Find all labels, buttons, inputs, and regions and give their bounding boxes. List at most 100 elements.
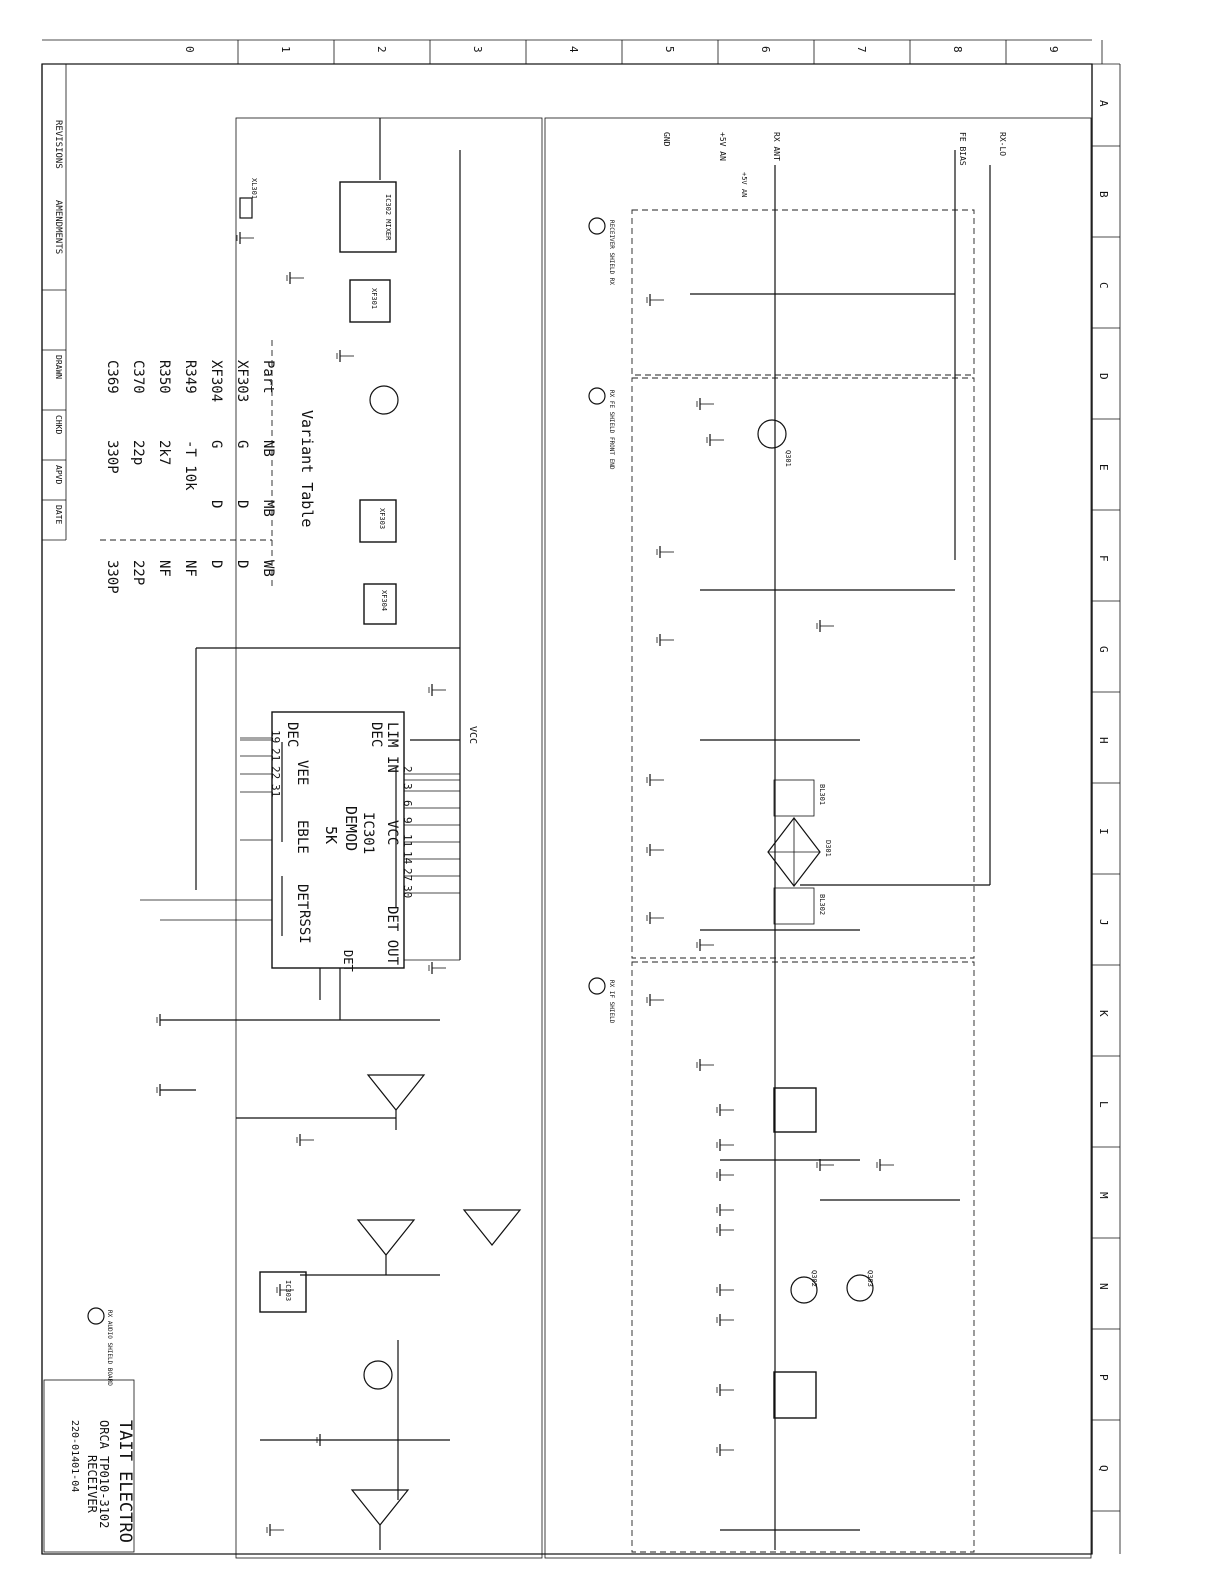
variant-cell: 22p	[130, 440, 146, 465]
ic301-demod: LIM DEC IN DEC VEE VCC IC301 DEMOD 5K EB…	[271, 711, 405, 972]
xf301-filter: XF301	[349, 279, 391, 323]
row-ref-N: N	[1097, 1283, 1110, 1290]
rx-fe-shield-box	[631, 377, 975, 959]
variant-cell: C369	[104, 360, 120, 394]
variant-cell: D	[234, 560, 250, 568]
ic301-in: IN	[384, 756, 400, 773]
variant-cell: 22P	[130, 560, 146, 585]
bl302-balun	[773, 887, 815, 925]
q301-transistor	[757, 419, 787, 449]
net-5v-an: +5V AN	[718, 132, 727, 161]
ic301-lim: LIM	[384, 722, 400, 747]
sheet-name: RECEIVER	[85, 1455, 99, 1514]
col-ref-5: 5	[663, 46, 676, 53]
receiver-shield-symbol: RECEIVER SHIELD RX	[588, 217, 615, 285]
q303-label: Q303	[866, 1270, 874, 1287]
xf303-filter: XF303	[359, 499, 397, 543]
sheet-border	[41, 63, 1093, 1555]
revisions-label: REVISIONS	[53, 120, 63, 169]
ic302-label: IC302 MIXER	[384, 194, 392, 241]
ic301-pin-6: 6	[401, 800, 414, 807]
saw-filter-2	[773, 1371, 817, 1419]
opamp-1	[366, 1074, 426, 1111]
variant-cell: D	[208, 500, 224, 508]
q301-label: Q301	[784, 450, 792, 467]
variant-cell: G	[234, 440, 250, 448]
xf304-filter: XF304	[363, 583, 397, 625]
ic301-pin-31: 31	[269, 784, 282, 797]
variant-cell: G	[208, 440, 224, 448]
ic301-det: DET	[294, 884, 310, 910]
row-ref-A: A	[1097, 100, 1110, 107]
saw-filter-1	[773, 1087, 817, 1133]
audio-section-outline	[235, 117, 543, 1559]
col-ref-1: 1	[279, 46, 292, 53]
variant-header-2: MB	[260, 500, 276, 517]
checked-label: CHKD	[54, 415, 63, 434]
q302-label: Q302	[810, 1270, 818, 1287]
ic301-vee: VEE	[294, 760, 310, 785]
ic301-pin-30: 30	[401, 885, 414, 898]
drawn-label: DRAWN	[54, 355, 63, 379]
drawing-number: 220-01401-04	[69, 1420, 80, 1492]
variant-cell: D	[234, 500, 250, 508]
variant-cell: D	[208, 560, 224, 568]
ic301-pin-21: 21	[269, 748, 282, 761]
variant-cell: C370	[130, 360, 146, 394]
xf304-label: XF304	[380, 590, 388, 611]
rx-audio-shield-symbol: RX AUDIO SHIELD BOARD	[87, 1307, 113, 1386]
ic302-mixer: IC302 MIXER	[339, 181, 397, 253]
product-name: ORCA TP010-3102	[97, 1420, 111, 1528]
col-ref-4: 4	[567, 46, 580, 53]
rx-fe-shield-symbol: RX FE SHIELD FRONT END	[588, 387, 615, 470]
rx-fe-shield-label: RX FE SHIELD FRONT END	[608, 390, 615, 470]
ic301-eble: EBLE	[294, 820, 310, 854]
receiver-shield-box	[631, 209, 975, 376]
opamp-4	[350, 1489, 410, 1526]
variant-header-3: WB	[260, 560, 276, 577]
variant-header-1: NB	[260, 440, 276, 457]
bl301-label: BL301	[818, 784, 826, 805]
col-ref-3: 3	[471, 46, 484, 53]
ic303-label: IC303	[284, 1280, 292, 1301]
row-ref-Q: Q	[1097, 1465, 1110, 1472]
ic301-pin-27: 27	[401, 868, 414, 881]
audio-ic	[259, 1271, 307, 1313]
rx-audio-shield-label: RX AUDIO SHIELD BOARD	[106, 1310, 113, 1386]
vcc-net-label: VCC	[467, 726, 478, 744]
ic301-pin-19: 19	[269, 730, 282, 743]
opamp-3	[462, 1209, 522, 1246]
row-ref-L: L	[1097, 1101, 1110, 1108]
row-ref-M: M	[1097, 1192, 1110, 1199]
row-ref-J: J	[1097, 919, 1110, 926]
net-rx-lo: RX-LO	[998, 132, 1007, 156]
variant-cell: 330P	[104, 440, 120, 474]
bl301-balun	[773, 779, 815, 817]
amendments-label: AMENDMENTS	[53, 200, 63, 254]
variant-table: Variant Table PartNBMBWBXF303GDDXF304GDD…	[100, 340, 316, 594]
variant-cell: R350	[156, 360, 172, 394]
rx-if-shield-symbol: RX IF SHIELD	[588, 977, 615, 1024]
row-ref-F: F	[1097, 555, 1110, 562]
ic301-variant: 5K	[322, 826, 340, 844]
rf-section-outline	[544, 117, 1092, 1559]
ic301-rssi: RSSI	[296, 910, 312, 944]
rx-if-shield-label: RX IF SHIELD	[608, 980, 615, 1024]
ic301-pin-11: 11	[401, 834, 414, 847]
variant-cell: -T 10k	[182, 440, 198, 491]
xl301-label: XL301	[250, 178, 258, 199]
net-fe-bias: FE BIAS	[958, 132, 967, 166]
ic301-function: DEMOD	[342, 806, 360, 851]
variant-table-title: Variant Table	[298, 410, 316, 527]
ground-symbols	[156, 232, 894, 1536]
ic301-det-out: DET OUT	[384, 906, 400, 966]
row-ref-G: G	[1097, 646, 1110, 653]
row-ref-B: B	[1097, 191, 1110, 198]
col-ref-0: 0	[183, 46, 196, 53]
xl301-crystal	[239, 197, 253, 219]
variant-cell: XF303	[234, 360, 250, 402]
